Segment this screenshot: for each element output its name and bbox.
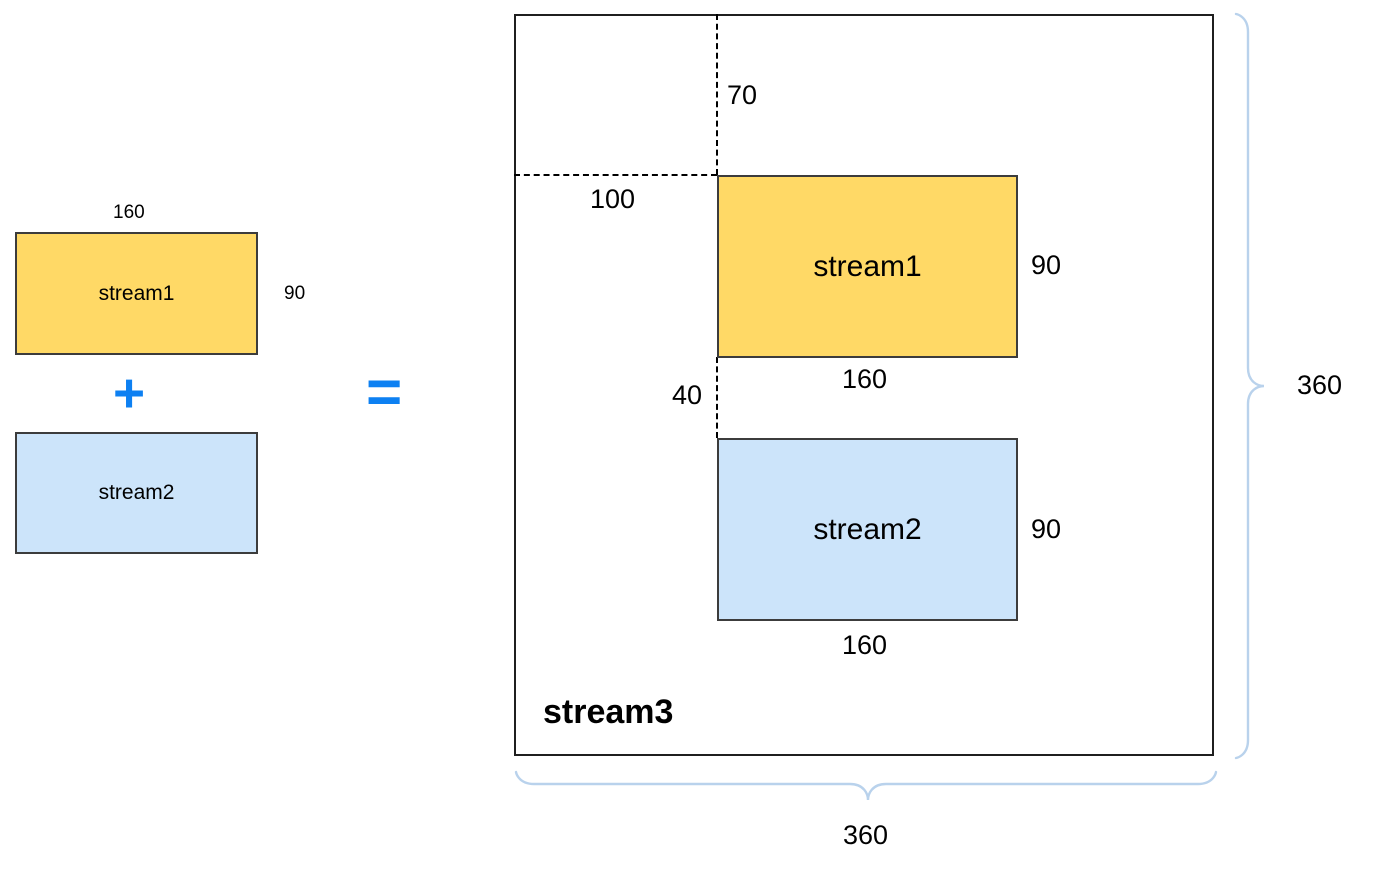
top-offset-label: 70	[727, 80, 758, 110]
stream3-container	[514, 14, 1214, 756]
result-stream1-width-label: 160	[842, 364, 888, 394]
total-width-label: 360	[843, 820, 889, 850]
result-stream2-label: stream2	[813, 512, 922, 546]
left-stream1-box: stream1	[15, 232, 258, 355]
width-brace-icon	[514, 770, 1218, 801]
height-brace-icon	[1234, 12, 1265, 760]
left-stream1-width-label: 160	[113, 202, 145, 223]
result-stream2-width-label: 160	[842, 630, 888, 660]
vertical-offset-guide	[716, 14, 718, 175]
gap-offset-guide	[716, 357, 718, 438]
left-stream2-label: stream2	[98, 481, 175, 504]
result-stream1-box: stream1	[717, 175, 1018, 358]
left-stream2-box: stream2	[15, 432, 258, 554]
stream3-title-label: stream3	[543, 693, 674, 731]
total-height-label: 360	[1297, 370, 1343, 400]
left-stream1-height-label: 90	[284, 283, 306, 304]
left-stream1-label: stream1	[98, 281, 175, 305]
horizontal-offset-guide	[514, 174, 717, 176]
result-stream1-label: stream1	[813, 249, 922, 283]
result-stream1-height-label: 90	[1031, 250, 1062, 280]
gap-offset-label: 40	[672, 380, 703, 410]
plus-operator-icon: +	[113, 362, 146, 424]
result-stream2-box: stream2	[717, 438, 1018, 621]
result-stream2-height-label: 90	[1031, 514, 1062, 544]
equals-operator-icon: =	[366, 358, 403, 427]
left-offset-label: 100	[590, 184, 636, 214]
